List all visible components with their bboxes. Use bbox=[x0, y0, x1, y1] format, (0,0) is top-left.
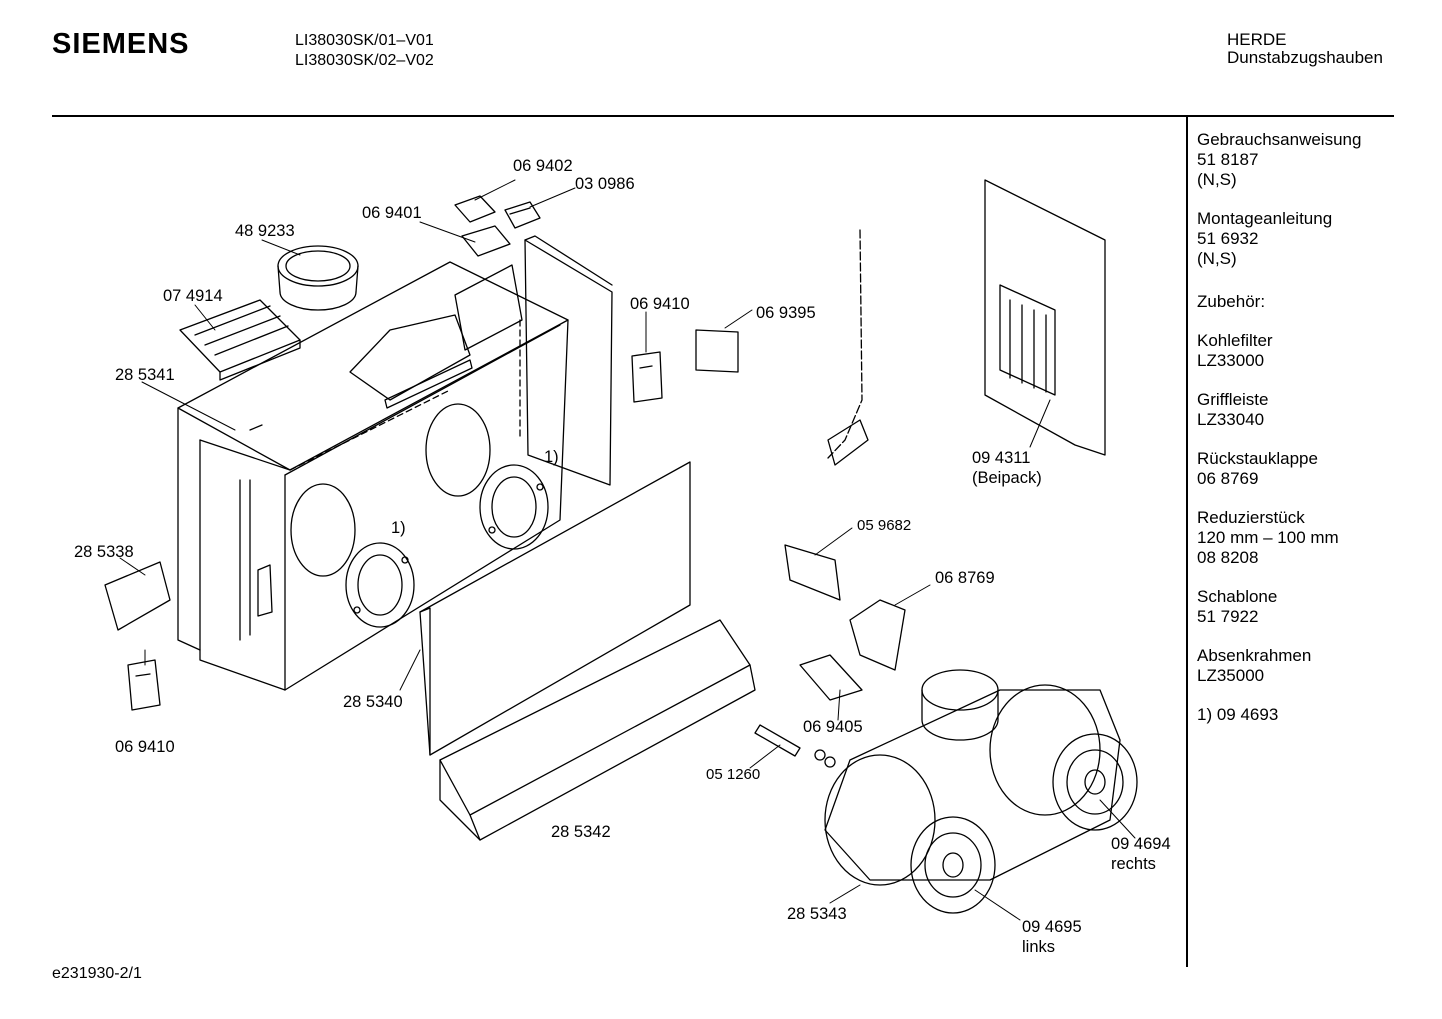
fan-wheel-right bbox=[1053, 734, 1137, 830]
part-label: 48 9233 bbox=[235, 222, 295, 240]
duct-flange-upper bbox=[480, 465, 548, 549]
sidebar-divider bbox=[1186, 117, 1188, 967]
filter-panel-edge bbox=[420, 608, 430, 755]
sidebar-group-handle: Griffleiste LZ33040 bbox=[1197, 390, 1427, 430]
sidebar-line: (N,S) bbox=[1197, 170, 1237, 189]
filter-panel bbox=[420, 462, 690, 755]
model-number-1: LI38030SK/01–V01 bbox=[295, 32, 434, 49]
part-label: 28 5341 bbox=[115, 366, 175, 384]
sidebar-group-lowering-frame: Absenkrahmen LZ35000 bbox=[1197, 646, 1427, 686]
part-label: 06 9395 bbox=[756, 304, 816, 322]
power-cord bbox=[828, 230, 862, 458]
cover-cap bbox=[455, 196, 495, 222]
sidebar-line: 51 8187 bbox=[1197, 150, 1259, 169]
switch-upper bbox=[632, 352, 662, 402]
part-label: 09 4694 bbox=[1111, 835, 1171, 853]
switch-lower bbox=[128, 660, 160, 710]
footnote-marker: 1) bbox=[544, 448, 559, 466]
capacitor bbox=[755, 725, 800, 756]
part-label: 28 5342 bbox=[551, 823, 611, 841]
sidebar-line: Absenkrahmen bbox=[1197, 646, 1312, 665]
category-title: HERDE bbox=[1227, 30, 1287, 49]
hood-housing bbox=[178, 262, 568, 690]
bottom-channel bbox=[440, 620, 755, 840]
part-label: 09 4311 bbox=[972, 449, 1031, 467]
sidebar-group-backflow-flap: Rückstauklappe 06 8769 bbox=[1197, 449, 1427, 489]
part-label: 05 1260 bbox=[706, 766, 761, 783]
sidebar-line: 51 7922 bbox=[1197, 607, 1259, 626]
exploded-view-drawing bbox=[0, 0, 1180, 1019]
sidebar-group-footnote: 1) 09 4693 bbox=[1197, 705, 1427, 725]
sidebar-group-manual: Gebrauchsanweisung 51 8187 (N,S) bbox=[1197, 130, 1427, 190]
footnote-marker: 1) bbox=[391, 519, 406, 537]
sidebar-group-template: Schablone 51 7922 bbox=[1197, 587, 1427, 627]
accessories-sidebar: Gebrauchsanweisung 51 8187 (N,S) Montage… bbox=[1197, 130, 1427, 744]
backflow-flap bbox=[850, 600, 905, 670]
side-plate-edge bbox=[525, 236, 612, 285]
sidebar-line: 1) 09 4693 bbox=[1197, 705, 1279, 724]
handle-strip bbox=[105, 562, 170, 630]
part-label: links bbox=[1022, 938, 1056, 956]
fan-wheel-left bbox=[911, 817, 995, 913]
leader-lines bbox=[120, 180, 1135, 920]
sidebar-line: Kohlefilter bbox=[1197, 331, 1273, 350]
part-label: 07 4914 bbox=[163, 287, 223, 305]
part-label: 28 5340 bbox=[343, 693, 403, 711]
sidebar-line: 120 mm – 100 mm bbox=[1197, 528, 1339, 547]
sidebar-group-accessories: Zubehör: bbox=[1197, 288, 1427, 312]
part-label: (Beipack) bbox=[972, 469, 1042, 487]
plug bbox=[828, 420, 868, 465]
part-label: 05 9682 bbox=[857, 517, 912, 534]
sidebar-line: 08 8208 bbox=[1197, 548, 1259, 567]
sidebar-line: LZ33040 bbox=[1197, 410, 1265, 429]
category-subtitle: Dunstabzugshauben bbox=[1227, 48, 1383, 67]
part-label: 06 9401 bbox=[362, 204, 422, 222]
part-label: 09 4695 bbox=[1022, 918, 1082, 936]
part-label: 06 9402 bbox=[513, 157, 573, 175]
part-label: rechts bbox=[1111, 855, 1156, 873]
sidebar-line: Schablone bbox=[1197, 587, 1278, 606]
mounting-bracket bbox=[696, 330, 738, 372]
part-label: 03 0986 bbox=[575, 175, 635, 193]
drawing-id: e231930-2/1 bbox=[52, 965, 142, 982]
part-label: 28 5338 bbox=[74, 543, 134, 561]
part-label: 06 9410 bbox=[115, 738, 175, 756]
sidebar-group-reducer: Reduzierstück 120 mm – 100 mm 08 8208 bbox=[1197, 508, 1427, 568]
part-label: 06 8769 bbox=[935, 569, 995, 587]
nut bbox=[815, 750, 825, 760]
grille bbox=[180, 300, 300, 380]
flap-housing bbox=[785, 545, 840, 600]
part-label: 06 9405 bbox=[803, 718, 863, 736]
round-spigot bbox=[278, 246, 358, 310]
sidebar-group-mounting: Montageanleitung 51 6932 (N,S) bbox=[1197, 209, 1427, 269]
bracket-small bbox=[462, 226, 510, 256]
sidebar-line: Gebrauchsanweisung bbox=[1197, 130, 1362, 149]
sidebar-line: LZ35000 bbox=[1197, 666, 1265, 685]
part-label: 28 5343 bbox=[787, 905, 847, 923]
sidebar-line: 51 6932 bbox=[1197, 229, 1259, 248]
header-divider bbox=[52, 115, 1394, 117]
sidebar-line: Montageanleitung bbox=[1197, 209, 1333, 228]
sidebar-line: (N,S) bbox=[1197, 249, 1237, 268]
sidebar-group-carbon-filter: Kohlefilter LZ33000 bbox=[1197, 331, 1427, 371]
sidebar-line: 06 8769 bbox=[1197, 469, 1259, 488]
part-label: 06 9410 bbox=[630, 295, 690, 313]
duct-clip bbox=[800, 655, 862, 700]
duct-flange-lower bbox=[346, 543, 414, 627]
fan-housing bbox=[825, 670, 1120, 885]
template-sheet bbox=[985, 180, 1105, 455]
washer bbox=[825, 757, 835, 767]
terminal-block bbox=[505, 202, 540, 228]
sidebar-line: Griffleiste bbox=[1197, 390, 1269, 409]
model-number-2: LI38030SK/02–V02 bbox=[295, 52, 434, 69]
side-plate bbox=[525, 240, 612, 485]
sidebar-line: Reduzierstück bbox=[1197, 508, 1305, 527]
sidebar-line: Rückstauklappe bbox=[1197, 449, 1318, 468]
sidebar-line: LZ33000 bbox=[1197, 351, 1265, 370]
sidebar-line: Zubehör: bbox=[1197, 292, 1266, 311]
siemens-logo: SIEMENS bbox=[52, 28, 190, 60]
